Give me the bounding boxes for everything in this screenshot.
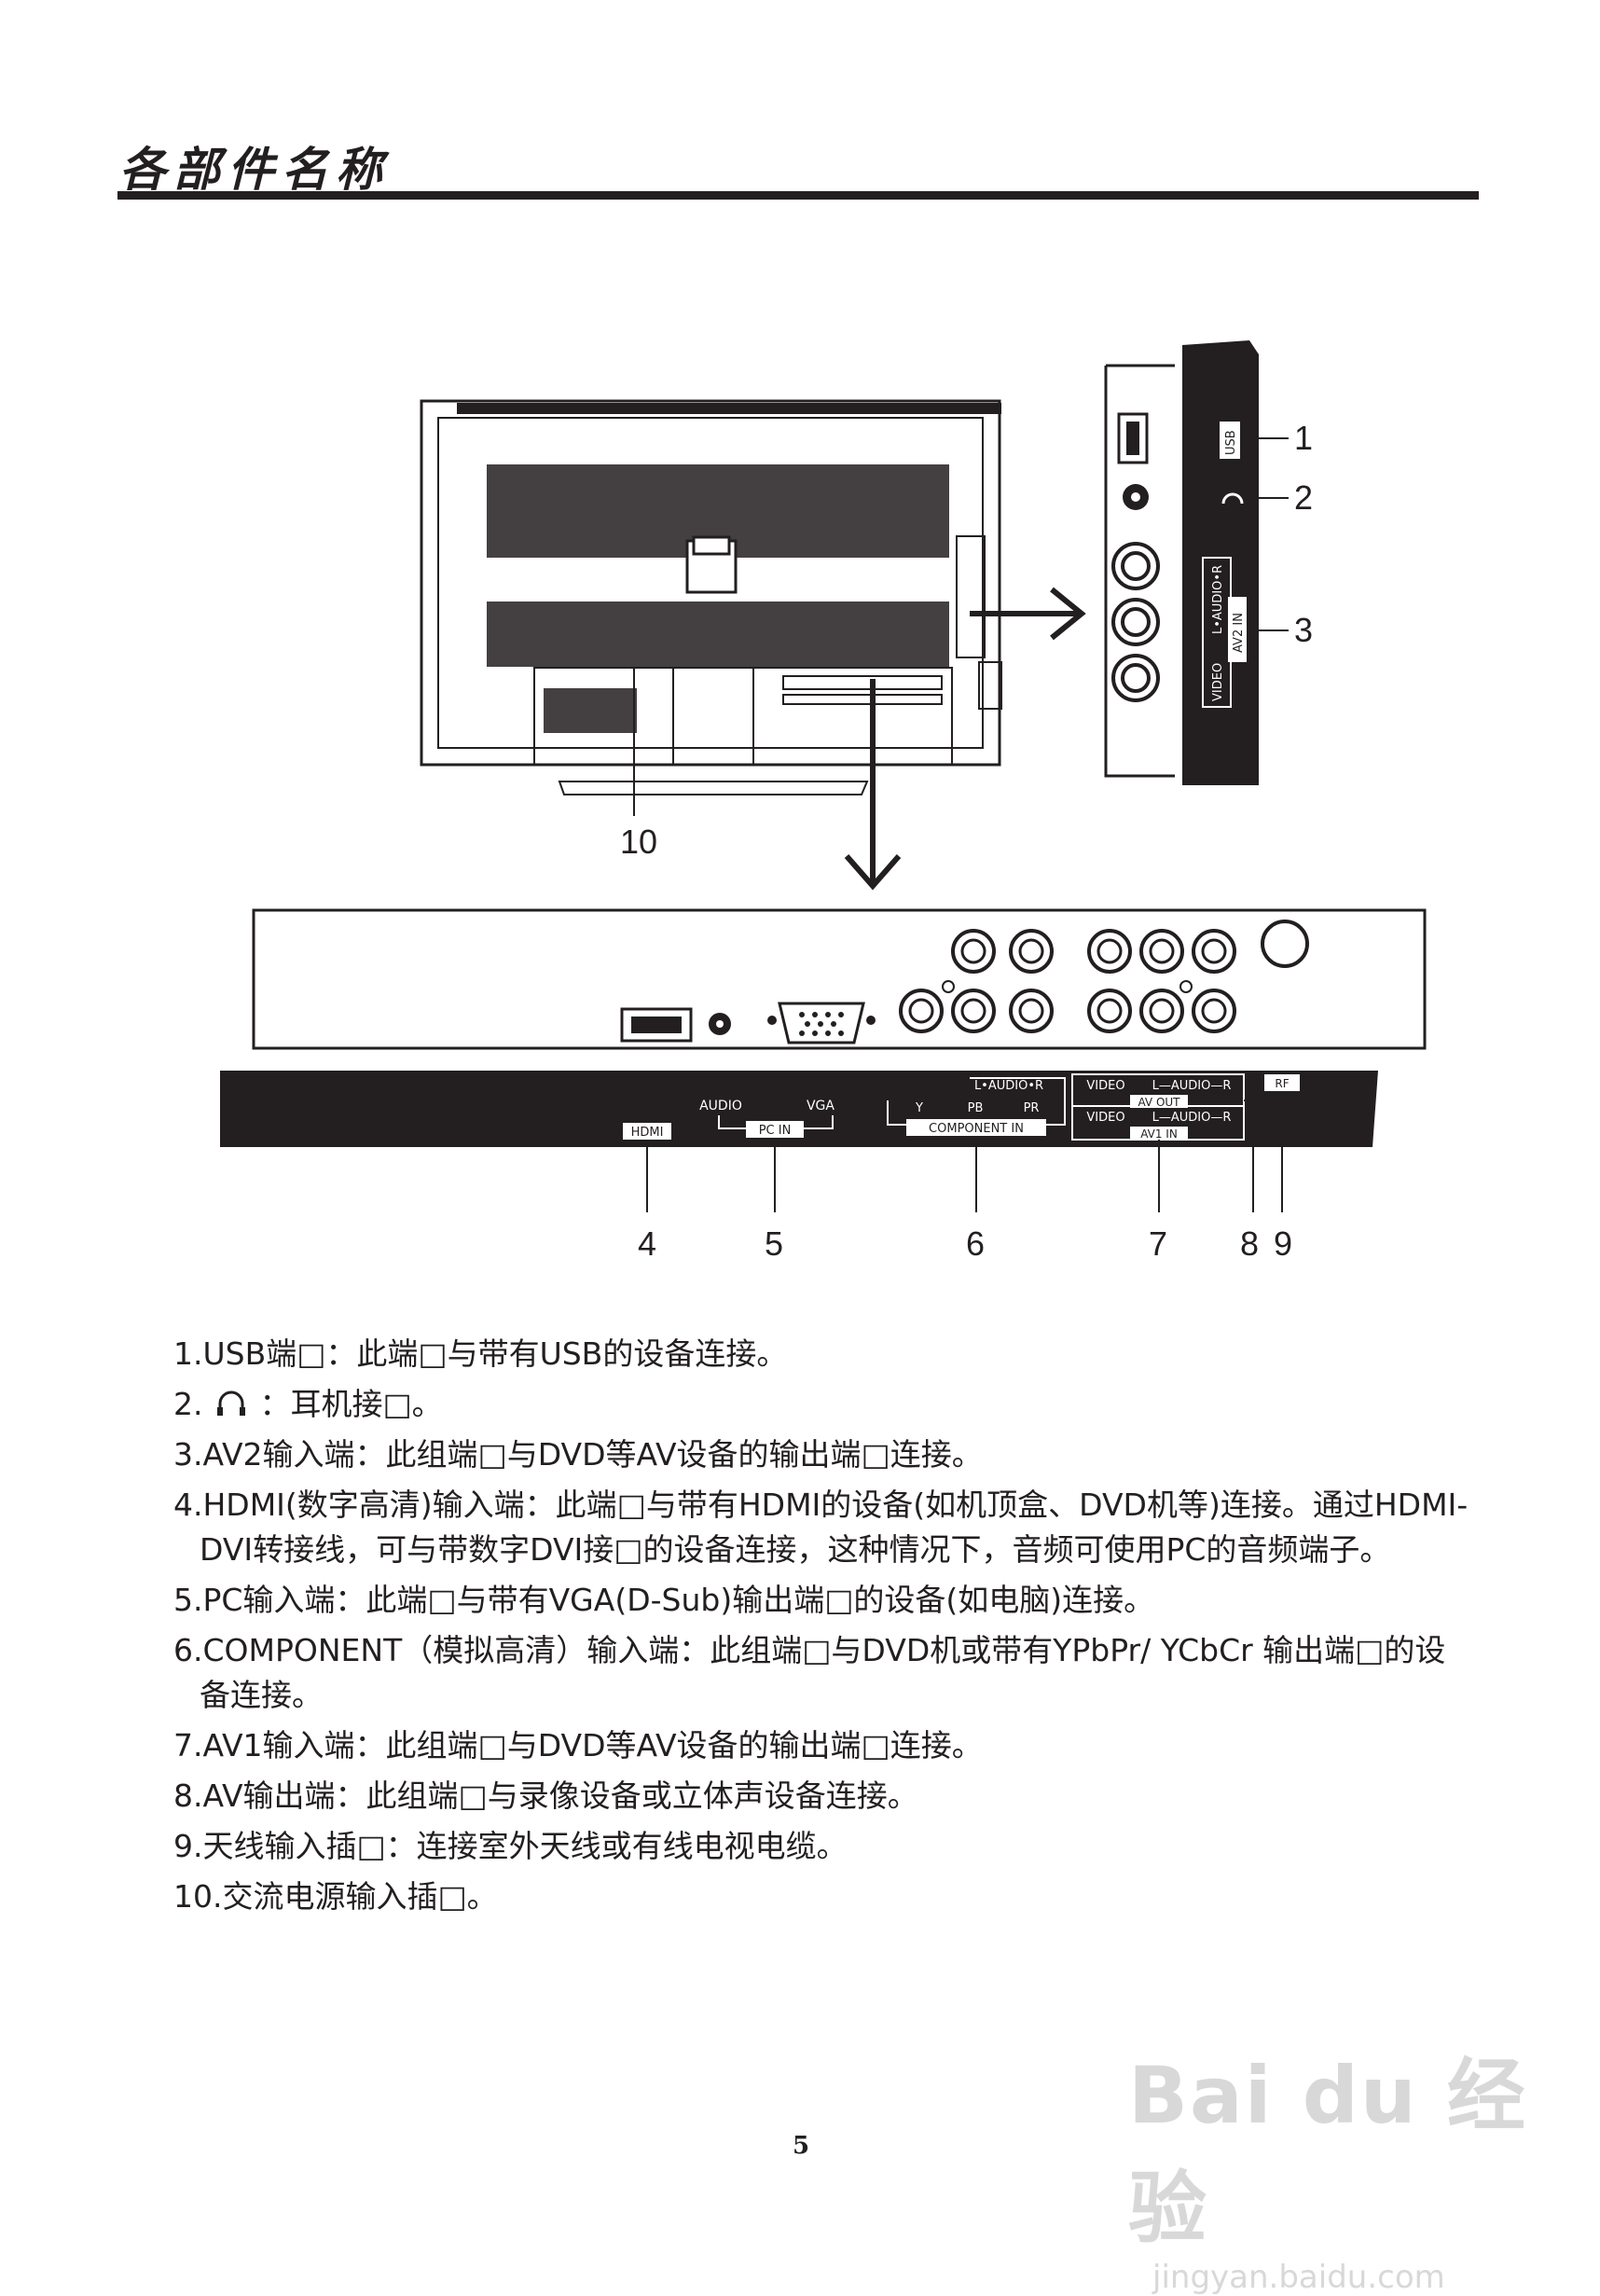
title-rule (117, 191, 1479, 200)
bottom-connector-panel (252, 908, 1427, 1050)
usb-label: USB (1224, 430, 1238, 455)
arrow-right-icon (970, 587, 1086, 641)
av-out-audio-label: L—AUDIO—R (1152, 1079, 1232, 1093)
av-out-label: AV OUT (1138, 1096, 1180, 1109)
callout-7: 7 (1149, 1224, 1167, 1263)
desc-item-3: 3.AV2输入端：此组端□与DVD等AV设备的输出端□连接。 (173, 1436, 983, 1473)
component-audio-label: L•AUDIO•R (974, 1079, 1043, 1093)
callout-6: 6 (966, 1224, 985, 1263)
callout-8: 8 (1240, 1224, 1259, 1263)
desc-item-2-number: 2. (173, 1386, 203, 1422)
headphone-icon (217, 1390, 245, 1416)
baidu-watermark: Bai du 经验 jingyan.baidu.com (1128, 2033, 1600, 2296)
callout-3: 3 (1294, 611, 1313, 649)
pr-label: PR (1024, 1101, 1040, 1115)
connector-diagram: 10 USB L•AUDIO•R AV2 IN VIDEO 1 2 3 (220, 340, 1427, 1263)
pc-in-label: PC IN (759, 1124, 792, 1138)
vga-label: VGA (807, 1099, 834, 1113)
page-number: 5 (793, 2132, 810, 2160)
page-title: 各部件名称 (119, 142, 390, 197)
av2-in-label: AV2 IN (1232, 613, 1246, 653)
side-video-label: VIDEO (1211, 663, 1225, 701)
tv-back-view (420, 399, 1002, 795)
arrow-down-icon (844, 679, 902, 891)
av1-video-label: VIDEO (1086, 1111, 1124, 1125)
side-panel: USB L•AUDIO•R AV2 IN VIDEO (1104, 340, 1259, 785)
callout-2: 2 (1294, 478, 1313, 517)
desc-item-9: 9.天线输入插□：连接室外天线或有线电视电缆。 (173, 1828, 848, 1864)
desc-item-2: 2. ：耳机接□。 (173, 1382, 1469, 1427)
av1-audio-label: L—AUDIO—R (1152, 1111, 1232, 1125)
callout-5: 5 (765, 1224, 783, 1263)
av1-in-label: AV1 IN (1140, 1127, 1178, 1141)
callout-4: 4 (638, 1224, 656, 1263)
av2-audio-label: L•AUDIO•R (1211, 565, 1225, 634)
pb-label: PB (968, 1101, 984, 1115)
bottom-callouts (646, 1091, 1283, 1212)
av-out-video-label: VIDEO (1086, 1079, 1124, 1093)
desc-item-2-text: ：耳机接□。 (259, 1386, 443, 1422)
bottom-label-strip: HDMI AUDIO VGA PC IN L•AUDIO•R Y PB PR C… (220, 1071, 1378, 1147)
desc-item-10: 10.交流电源输入插□。 (173, 1878, 498, 1915)
desc-item-6: 6.COMPONENT（模拟高清）输入端：此组端□与DVD机或带有YPbPr/ … (173, 1632, 1446, 1713)
desc-item-4: 4.HDMI(数字高清)输入端：此端□与带有HDMI的设备(如机顶盒、DVD机等… (173, 1487, 1469, 1568)
desc-item-8: 8.AV输出端：此组端□与录像设备或立体声设备连接。 (173, 1777, 918, 1814)
audio-label: AUDIO (699, 1099, 742, 1113)
rf-label: RF (1275, 1077, 1289, 1090)
description-list: 1.USB端□：此端□与带有USB的设备连接。 2. ：耳机接□。 3.AV2输… (173, 1332, 1469, 1925)
watermark-url: jingyan.baidu.com (1152, 2259, 1445, 2296)
desc-item-5: 5.PC输入端：此端□与带有VGA(D-Sub)输出端□的设备(如电脑)连接。 (173, 1582, 1155, 1618)
side-callouts (1242, 437, 1289, 631)
callout-1: 1 (1294, 419, 1313, 457)
headphone-icon (1221, 492, 1244, 505)
desc-item-7: 7.AV1输入端：此组端□与DVD等AV设备的输出端□连接。 (173, 1727, 983, 1763)
hdmi-label: HDMI (631, 1126, 664, 1140)
y-label: Y (915, 1101, 923, 1115)
watermark-brand: Bai du 经验 (1128, 2050, 1527, 2254)
callout-9: 9 (1274, 1224, 1292, 1263)
callout-10: 10 (620, 823, 657, 861)
component-in-label: COMPONENT IN (929, 1122, 1024, 1136)
desc-item-1: 1.USB端□：此端□与带有USB的设备连接。 (173, 1335, 788, 1372)
